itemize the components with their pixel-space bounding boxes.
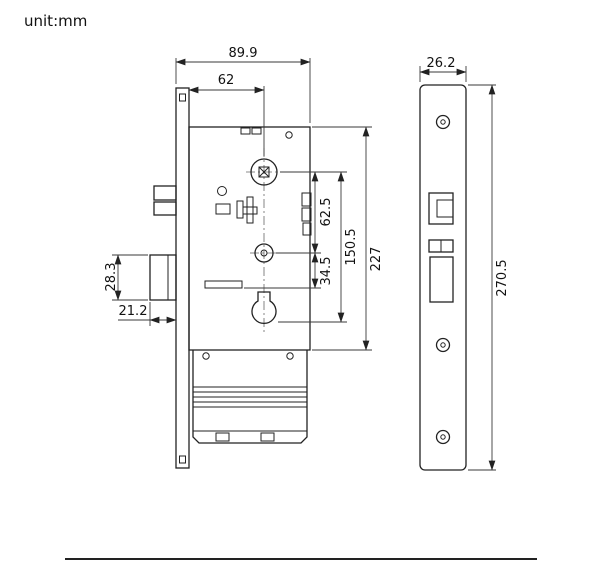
dim-total-depth: 89.9 (229, 46, 258, 61)
deadbolt (149, 254, 177, 301)
dim-faceplate-width: 26.2 (427, 56, 456, 71)
faceplate-front-view (419, 84, 467, 471)
lower-mounting-plate (192, 350, 308, 444)
faceplate-screw-hole (435, 114, 451, 130)
dim-deadbolt-throw: 21.2 (119, 304, 148, 319)
faceplate-screw-hole (435, 337, 451, 353)
case-rivet (202, 352, 210, 360)
internal-lever (246, 196, 254, 224)
screw-mark (179, 455, 186, 464)
dim-faceplate-height: 270.5 (495, 259, 510, 296)
stop-work-button (301, 207, 312, 222)
auxiliary-opening (428, 239, 454, 253)
latch-opening (428, 192, 454, 225)
internal-bar (236, 200, 244, 219)
dim-follower-to-cylinder: 62.5 (319, 198, 334, 227)
stop-work-button (301, 192, 312, 207)
faceplate-screw-hole (435, 429, 451, 445)
internal-lever-arm (242, 206, 258, 215)
plate-screw (260, 432, 275, 442)
internal-block (215, 203, 231, 215)
mounting-slot (204, 280, 243, 289)
dimension-annotations: 89.9 62 62.5 34.5 150.5 227 28.3 2 (104, 46, 510, 471)
top-post (240, 127, 251, 135)
top-post (251, 127, 262, 135)
internal-screw (217, 186, 227, 196)
lock-case-side-view (149, 87, 312, 469)
faceplate-outline (419, 84, 467, 471)
lock-case-outline (188, 126, 311, 351)
profile-cam-cutout (251, 291, 277, 325)
case-rivet (285, 131, 293, 139)
dim-case-height: 227 (369, 247, 384, 272)
dim-follower-to-cam: 150.5 (344, 228, 359, 265)
dim-deadbolt-height: 28.3 (104, 263, 119, 292)
cylinder-hole (254, 243, 274, 263)
dim-backset: 62 (218, 73, 235, 88)
stop-work-slide (302, 222, 312, 236)
screw-mark (179, 93, 186, 102)
faceplate-edge (175, 87, 190, 469)
plate-screw (215, 432, 230, 442)
dim-cylinder-to-slot: 34.5 (319, 257, 334, 286)
latch-bolt (153, 185, 177, 216)
case-rivet (286, 352, 294, 360)
deadbolt-opening (429, 256, 454, 303)
unit-label: unit:mm (24, 12, 87, 30)
spindle-follower-hub (250, 158, 278, 186)
